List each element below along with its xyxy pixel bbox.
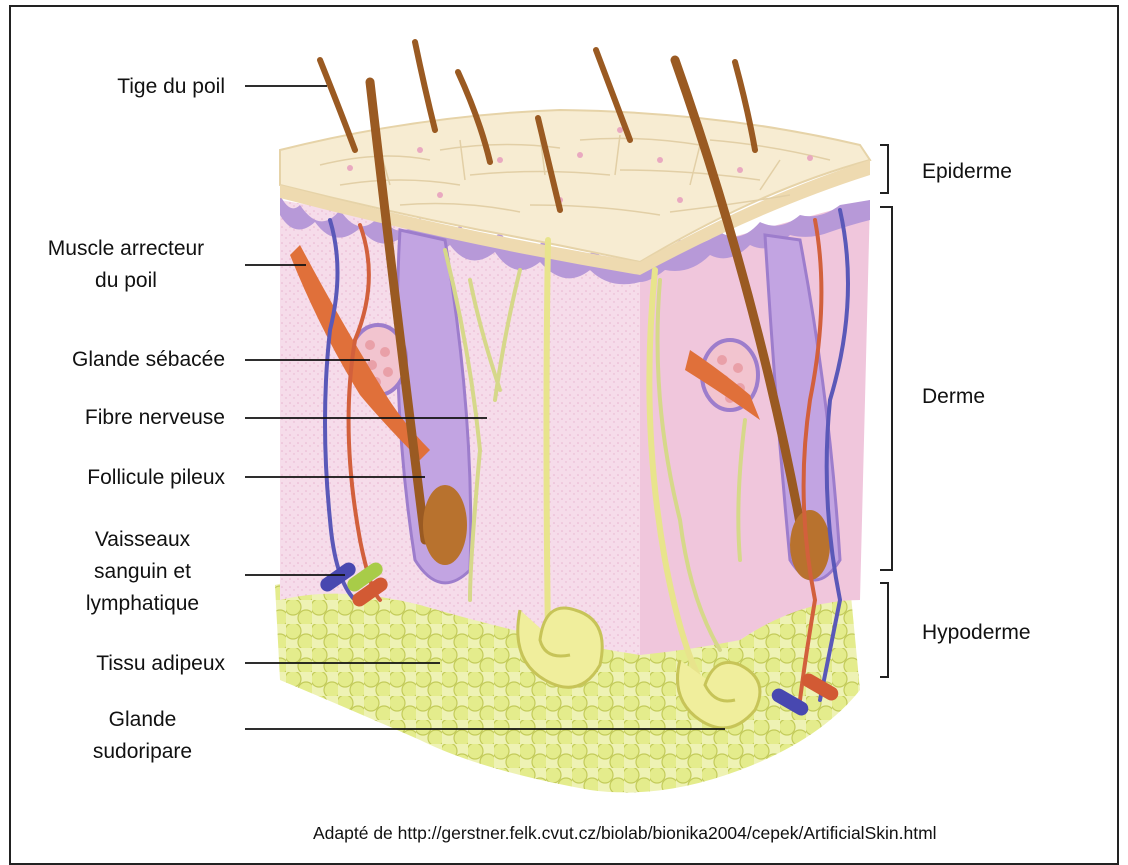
label-glande-sebacee: Glande sébacée <box>72 347 225 372</box>
label-muscle-arrecteur-line2: du poil <box>22 268 230 293</box>
label-follicule-pileux: Follicule pileux <box>87 465 225 490</box>
label-vaisseaux-line1: Vaisseaux <box>60 527 225 552</box>
label-epiderme: Epiderme <box>922 159 1012 184</box>
label-derme: Derme <box>922 384 985 409</box>
left-hair-bulb <box>423 485 467 565</box>
layer-brackets <box>880 145 892 677</box>
label-fibre-nerveuse: Fibre nerveuse <box>85 405 225 430</box>
label-hypoderme: Hypoderme <box>922 620 1031 645</box>
label-glande-sudoripare-line2: sudoripare <box>60 739 225 764</box>
label-muscle-arrecteur-line1: Muscle arrecteur <box>22 236 230 261</box>
label-vaisseaux-line3: lymphatique <box>60 591 225 616</box>
source-credit: Adapté de http://gerstner.felk.cvut.cz/b… <box>313 823 937 844</box>
label-tige-du-poil: Tige du poil <box>117 74 225 99</box>
label-vaisseaux-line2: sanguin et <box>60 559 225 584</box>
label-tissu-adipeux: Tissu adipeux <box>96 651 225 676</box>
label-glande-sudoripare-line1: Glande <box>60 707 225 732</box>
